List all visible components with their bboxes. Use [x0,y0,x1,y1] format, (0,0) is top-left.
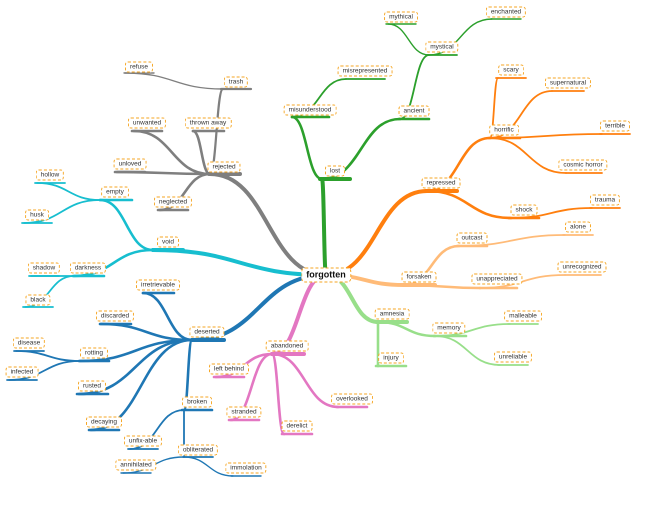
node-derelict[interactable]: derelict [281,420,313,432]
node-refuse[interactable]: refuse [124,61,154,73]
branch-link-memory [376,320,437,338]
node-misunderstood[interactable]: misunderstood [283,104,337,116]
node-overlooked[interactable]: overlooked [331,393,373,405]
node-horrific[interactable]: horrific [489,124,519,136]
branch-link-hollow [36,182,101,201]
node-immolation[interactable]: immolation [225,462,267,474]
node-unloved[interactable]: unloved [113,158,147,170]
node-left-behind[interactable]: left behind [209,363,249,375]
branch-link-cosmic-horror [489,137,567,174]
branch-link-trauma [510,207,593,219]
branch-link-overlooked [270,352,340,409]
branch-link-unfix-able [129,409,185,450]
node-injury[interactable]: injury [378,352,404,364]
node-decaying[interactable]: decaying [85,416,123,428]
node-lost[interactable]: lost [324,165,346,177]
node-rejected[interactable]: rejected [207,161,241,173]
node-broken[interactable]: broken [182,396,212,408]
node-mythical[interactable]: mythical [384,11,418,23]
node-husk[interactable]: husk [25,209,49,221]
node-ancient[interactable]: ancient [398,105,430,117]
node-darkness[interactable]: darkness [69,262,107,274]
node-shadow[interactable]: shadow [27,262,61,274]
node-enchanted[interactable]: enchanted [485,6,527,18]
node-malleable[interactable]: malleable [504,310,542,322]
branch-link-alone [458,234,566,247]
branch-link-unwanted [132,129,212,176]
branch-link-unrecognized [479,274,566,289]
node-mystical[interactable]: mystical [425,41,459,53]
branch-link-unappreciated [402,283,482,290]
branch-link-enchanted [428,18,493,56]
node-outcast[interactable]: outcast [456,232,488,244]
node-abandoned[interactable]: abandoned [265,340,309,352]
branch-link-disease [15,350,81,362]
node-memory[interactable]: memory [432,322,466,334]
node-unfix-able[interactable]: unfix-able [123,435,163,447]
branch-link-derelict [270,352,286,436]
node-unrecognized[interactable]: unrecognized [557,261,607,273]
node-trauma[interactable]: trauma [589,194,621,206]
branch-link-supernatural [489,90,553,139]
node-annihilated[interactable]: annihilated [115,459,157,471]
branch-link-scary [489,77,499,139]
node-empty[interactable]: empty [101,186,129,198]
branch-link-empty [98,198,155,252]
node-trash[interactable]: trash [223,76,249,88]
node-unreliable[interactable]: unreliable [493,351,533,363]
root-node[interactable]: forgotten [301,267,351,283]
node-neglected[interactable]: neglected [153,196,193,208]
branch-link-misrepresented [291,78,347,118]
branch-link-misunderstood [290,115,324,181]
branch-link-mythical [387,23,430,56]
branch-link-horrific [425,136,492,193]
node-unwanted[interactable]: unwanted [127,117,167,129]
branch-link-unreliable [434,335,501,366]
branch-link-rusted [77,338,194,396]
node-forsaken[interactable]: forsaken [401,271,437,283]
node-irretrievable[interactable]: irretrievable [136,279,180,291]
branch-link-ancient [320,117,402,181]
branch-link-void [151,248,328,277]
branch-link-immolation [183,456,234,477]
node-rotting[interactable]: rotting [79,347,109,359]
node-repressed[interactable]: repressed [421,177,461,189]
branch-links [6,18,631,477]
node-rusted[interactable]: rusted [77,380,107,392]
branch-link-mystical [399,54,430,120]
node-scary[interactable]: scary [498,64,524,76]
node-alone[interactable]: alone [565,221,591,233]
node-disease[interactable]: disease [12,337,46,349]
node-thrown-away[interactable]: thrown away [184,117,232,129]
node-hollow[interactable]: hollow [35,169,65,181]
branch-link-terrible [489,133,603,139]
node-obliterated[interactable]: obliterated [177,444,219,456]
node-unappreciated[interactable]: unappreciated [471,273,523,285]
branch-link-refuse [124,72,224,90]
branch-link-broken [182,338,194,412]
branch-link-lost [320,177,328,277]
node-misrepresented[interactable]: misrepresented [337,65,393,77]
node-cosmic-horror[interactable]: cosmic horror [558,159,608,171]
node-deserted[interactable]: deserted [189,326,225,338]
node-supernatural[interactable]: supernatural [544,77,592,89]
branch-link-repressed [324,189,429,277]
node-black[interactable]: black [25,294,51,306]
node-terrible[interactable]: terrible [600,120,630,132]
branch-link-stranded [229,352,274,422]
node-stranded[interactable]: stranded [226,406,262,418]
branch-link-shock [425,189,513,220]
node-shock[interactable]: shock [510,204,538,216]
node-infected[interactable]: infected [5,366,39,378]
branch-link-malleable [434,323,511,337]
node-amnesia[interactable]: amnesia [374,308,410,320]
node-discarded[interactable]: discarded [95,310,135,322]
node-void[interactable]: void [157,236,179,248]
